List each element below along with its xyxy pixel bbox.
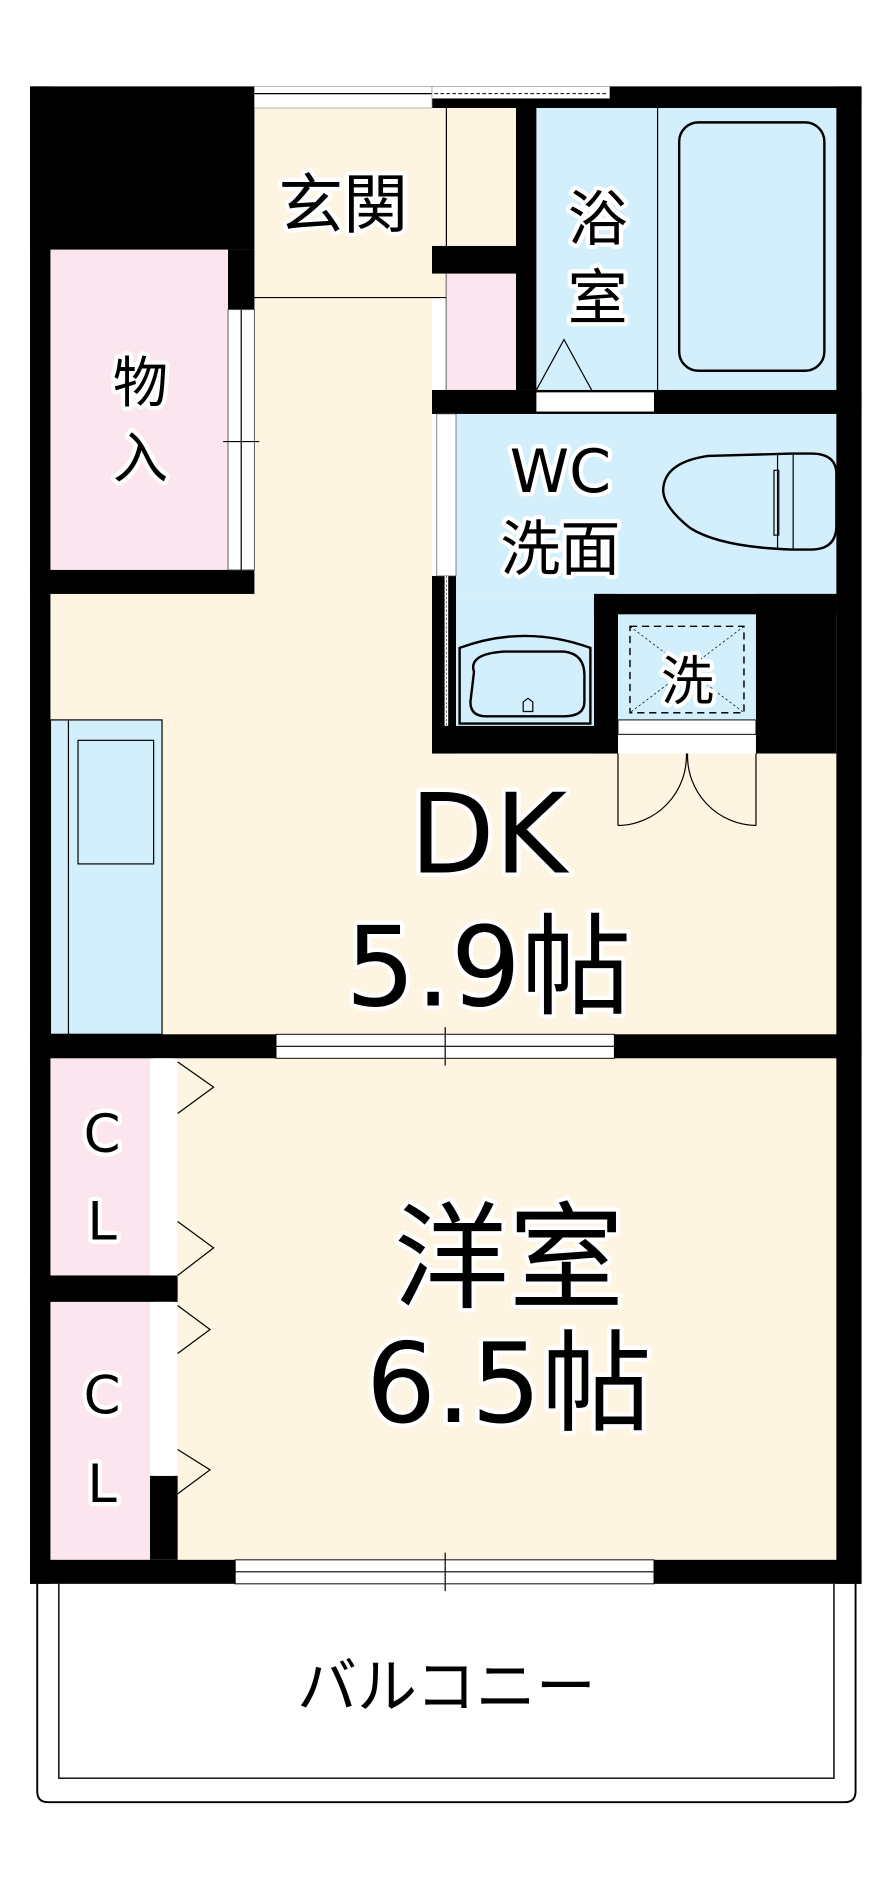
western-room-label: 洋室	[394, 1192, 624, 1326]
washer-label: 洗	[661, 652, 714, 713]
washroom-sliding-door[interactable]	[436, 413, 457, 577]
shoe-storage-floor	[446, 273, 516, 390]
wash-basin	[458, 634, 592, 725]
closet-1-floor	[50, 1058, 151, 1276]
washer-floor	[617, 614, 756, 720]
bathroom-label-1: 浴	[568, 185, 628, 255]
fixtures	[458, 121, 838, 725]
floor-fills	[49, 107, 837, 1560]
closet-2-label-2: L	[87, 1454, 117, 1515]
bathtub	[677, 121, 826, 372]
closet-2-door[interactable]	[153, 1301, 175, 1476]
closet-1-label-2: L	[87, 1191, 117, 1252]
storage-label-2: 入	[113, 428, 168, 492]
kitchen-counter	[49, 719, 163, 1035]
dk-size: 5.9帖	[345, 904, 631, 1032]
washroom-label-1: WC	[510, 437, 611, 507]
washer-sill	[617, 719, 757, 735]
double-door[interactable]	[617, 753, 757, 827]
entrance-door-sill	[254, 86, 433, 109]
bathroom-label-2: 室	[568, 264, 628, 334]
top-vent-strip	[431, 86, 610, 99]
washer-pan	[629, 625, 745, 714]
closet-2-label-1: C	[84, 1365, 121, 1426]
room-labels: 玄関 物 入 浴 室 WC 洗面 洗 DK 5.9帖 C L C L 洋室 6.…	[79, 164, 718, 1723]
balcony	[36, 1583, 857, 1804]
closet-2-floor	[50, 1301, 151, 1560]
washroom-label-2: 洗面	[500, 515, 620, 585]
entrance-label: 玄関	[278, 168, 408, 243]
bathroom-floor	[536, 107, 837, 390]
bathroom-door[interactable]	[536, 392, 654, 412]
toilet	[662, 452, 838, 551]
closet-1-label-1: C	[84, 1104, 121, 1165]
closet-1-door[interactable]	[153, 1058, 175, 1276]
kitchen-sink	[77, 739, 155, 865]
balcony-label: バルコニー	[297, 1652, 596, 1722]
western-room-floor	[177, 1058, 837, 1560]
storage-label-1: 物	[113, 352, 168, 416]
storage-floor	[50, 249, 229, 570]
washroom-floor-lower	[455, 593, 594, 726]
dk-label: DK	[410, 771, 570, 899]
walls	[30, 86, 862, 1584]
dk-floor-right	[432, 753, 837, 1035]
openings	[153, 86, 757, 1592]
washroom-floor	[455, 413, 837, 594]
western-room-size: 6.5帖	[366, 1321, 652, 1449]
